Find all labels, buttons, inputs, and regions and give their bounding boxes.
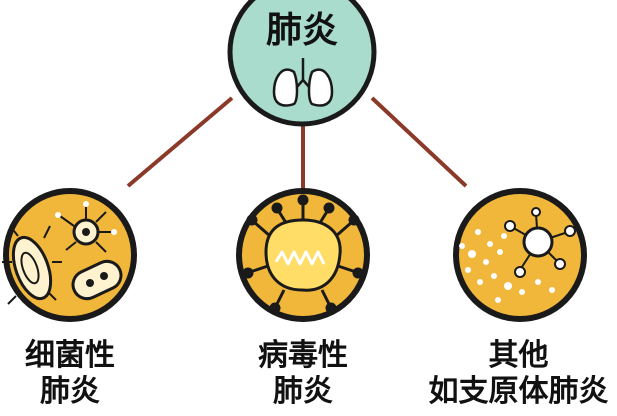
lungs-icon xyxy=(272,58,334,107)
bacteria-icon xyxy=(2,201,123,305)
virus-icon xyxy=(242,194,364,314)
label-viral: 病毒性 肺炎 xyxy=(228,338,378,410)
node-bacterial xyxy=(2,188,137,322)
mycoplasma-icon xyxy=(459,207,576,303)
root-title: 肺炎 xyxy=(266,10,338,51)
label-other-line1: 其他 xyxy=(488,338,549,373)
label-bacterial-line1: 细菌性 xyxy=(25,338,115,373)
label-viral-line1: 病毒性 xyxy=(258,338,348,373)
node-other xyxy=(453,188,587,322)
label-viral-line2: 肺炎 xyxy=(273,374,333,409)
label-bacterial-line2: 肺炎 xyxy=(40,374,100,409)
label-bacterial: 细菌性 肺炎 xyxy=(0,338,140,410)
connector-other xyxy=(370,96,468,188)
connector-bacterial xyxy=(126,96,234,188)
label-other: 其他 如支原体肺炎 xyxy=(420,338,617,410)
root-node: 肺炎 xyxy=(227,0,377,127)
label-other-line2: 如支原体肺炎 xyxy=(428,374,609,409)
node-viral xyxy=(236,188,370,322)
